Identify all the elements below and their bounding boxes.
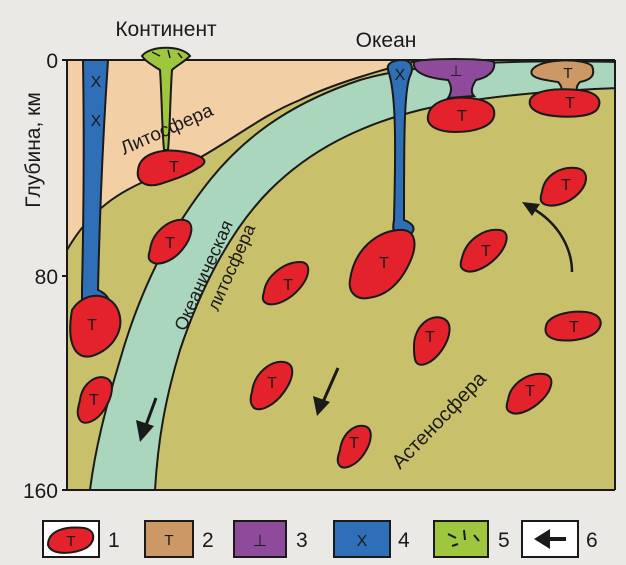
plume-symbol: Т bbox=[425, 329, 435, 346]
tick-label-0: 0 bbox=[46, 50, 58, 73]
x-symbol: Х bbox=[91, 74, 102, 91]
legend-box-5 bbox=[434, 521, 488, 557]
legend-symbol-2: Т bbox=[164, 532, 173, 549]
plume-symbol: Т bbox=[89, 392, 99, 409]
plume-symbol: Т bbox=[87, 317, 97, 334]
legend-num-5: 5 bbox=[498, 529, 510, 552]
plume-symbol: Т bbox=[457, 108, 467, 125]
plume-symbol: Т bbox=[563, 65, 572, 82]
tick-label-80: 80 bbox=[35, 266, 58, 289]
legend: Т 1 Т 2 ⊥ 3 Х 4 5 6 bbox=[43, 521, 598, 557]
legend-symbol-1: Т bbox=[66, 533, 75, 550]
y-axis-label: Глубина, км bbox=[22, 92, 45, 208]
plume-symbol: Т bbox=[481, 243, 491, 260]
plume-symbol: Т bbox=[525, 383, 535, 400]
title-ocean: Океан bbox=[356, 29, 417, 52]
tick-label-160: 160 bbox=[23, 480, 58, 503]
legend-num-6: 6 bbox=[586, 529, 598, 552]
plume-symbol: Т bbox=[379, 255, 389, 272]
legend-symbol-3: ⊥ bbox=[253, 533, 267, 550]
plume-symbol: Т bbox=[267, 375, 277, 392]
plume-symbol: Т bbox=[565, 95, 575, 112]
plume-symbol: Т bbox=[561, 177, 571, 194]
plume-symbol: Т bbox=[169, 159, 179, 176]
x-symbol: Х bbox=[91, 113, 102, 130]
perp-symbol: ⊥ bbox=[449, 63, 462, 80]
plume-symbol: Т bbox=[569, 319, 579, 336]
title-continent: Континент bbox=[115, 18, 217, 41]
x-symbol: Х bbox=[395, 67, 406, 84]
plume-symbol: Т bbox=[283, 277, 293, 294]
plume-symbol: Т bbox=[349, 435, 359, 452]
legend-num-4: 4 bbox=[398, 529, 410, 552]
plume-symbol: Т bbox=[165, 235, 175, 252]
legend-symbol-4: Х bbox=[357, 533, 368, 550]
legend-num-1: 1 bbox=[108, 529, 120, 552]
legend-num-3: 3 bbox=[296, 529, 308, 552]
legend-num-2: 2 bbox=[202, 529, 214, 552]
